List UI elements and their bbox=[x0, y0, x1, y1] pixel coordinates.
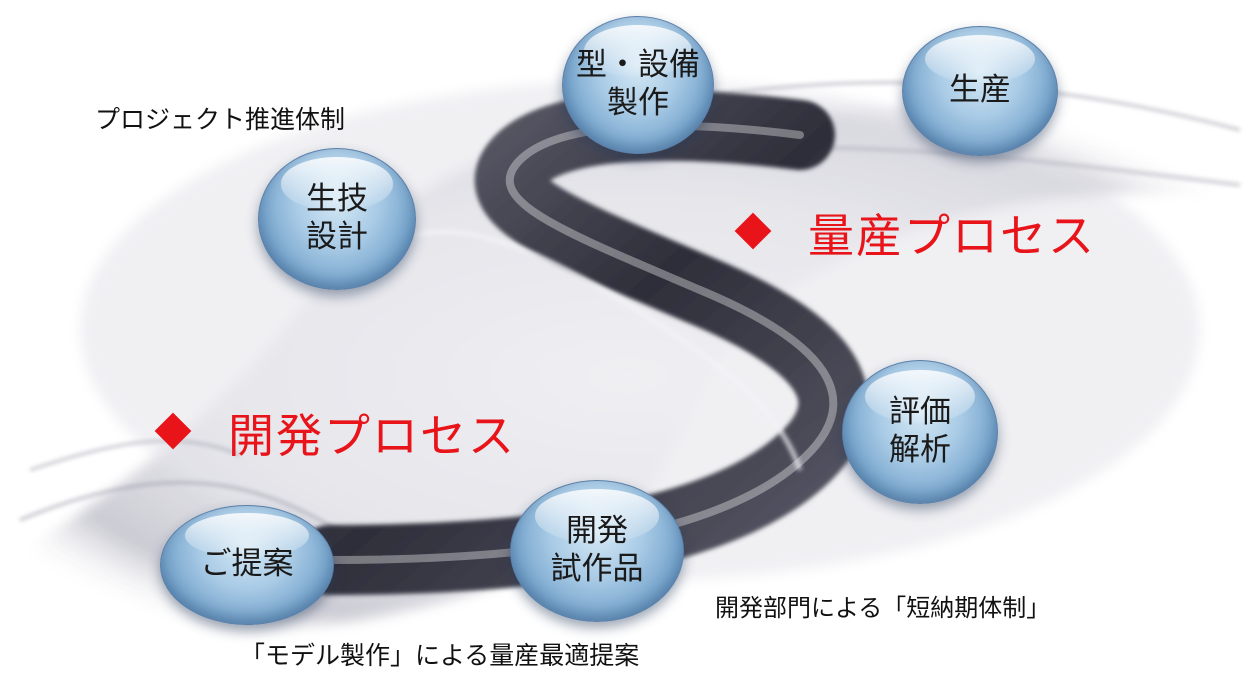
node-evaluation: 評価 解析 bbox=[842, 360, 998, 504]
node-dev-prototype: 開発 試作品 bbox=[510, 480, 684, 622]
ripple-line bbox=[29, 439, 241, 472]
development-process-label: 開発プロセス bbox=[228, 409, 516, 463]
node-proposal: ご提案 bbox=[160, 505, 334, 625]
mass-production-process-label: 量産プロセス bbox=[808, 209, 1096, 263]
short-delivery-caption: 開発部門による「短納期体制」 bbox=[715, 594, 1051, 622]
node-production: 生産 bbox=[902, 26, 1058, 156]
diagram-title: プロジェクト推進体制 bbox=[95, 105, 346, 134]
s-road-edge bbox=[378, 229, 803, 471]
model-proposal-caption: 「モデル製作」による量産最適提案 bbox=[240, 641, 640, 670]
node-mold-equipment: 型・設備 製作 bbox=[562, 16, 714, 154]
node-production-engineering: 生技 設計 bbox=[258, 148, 416, 290]
